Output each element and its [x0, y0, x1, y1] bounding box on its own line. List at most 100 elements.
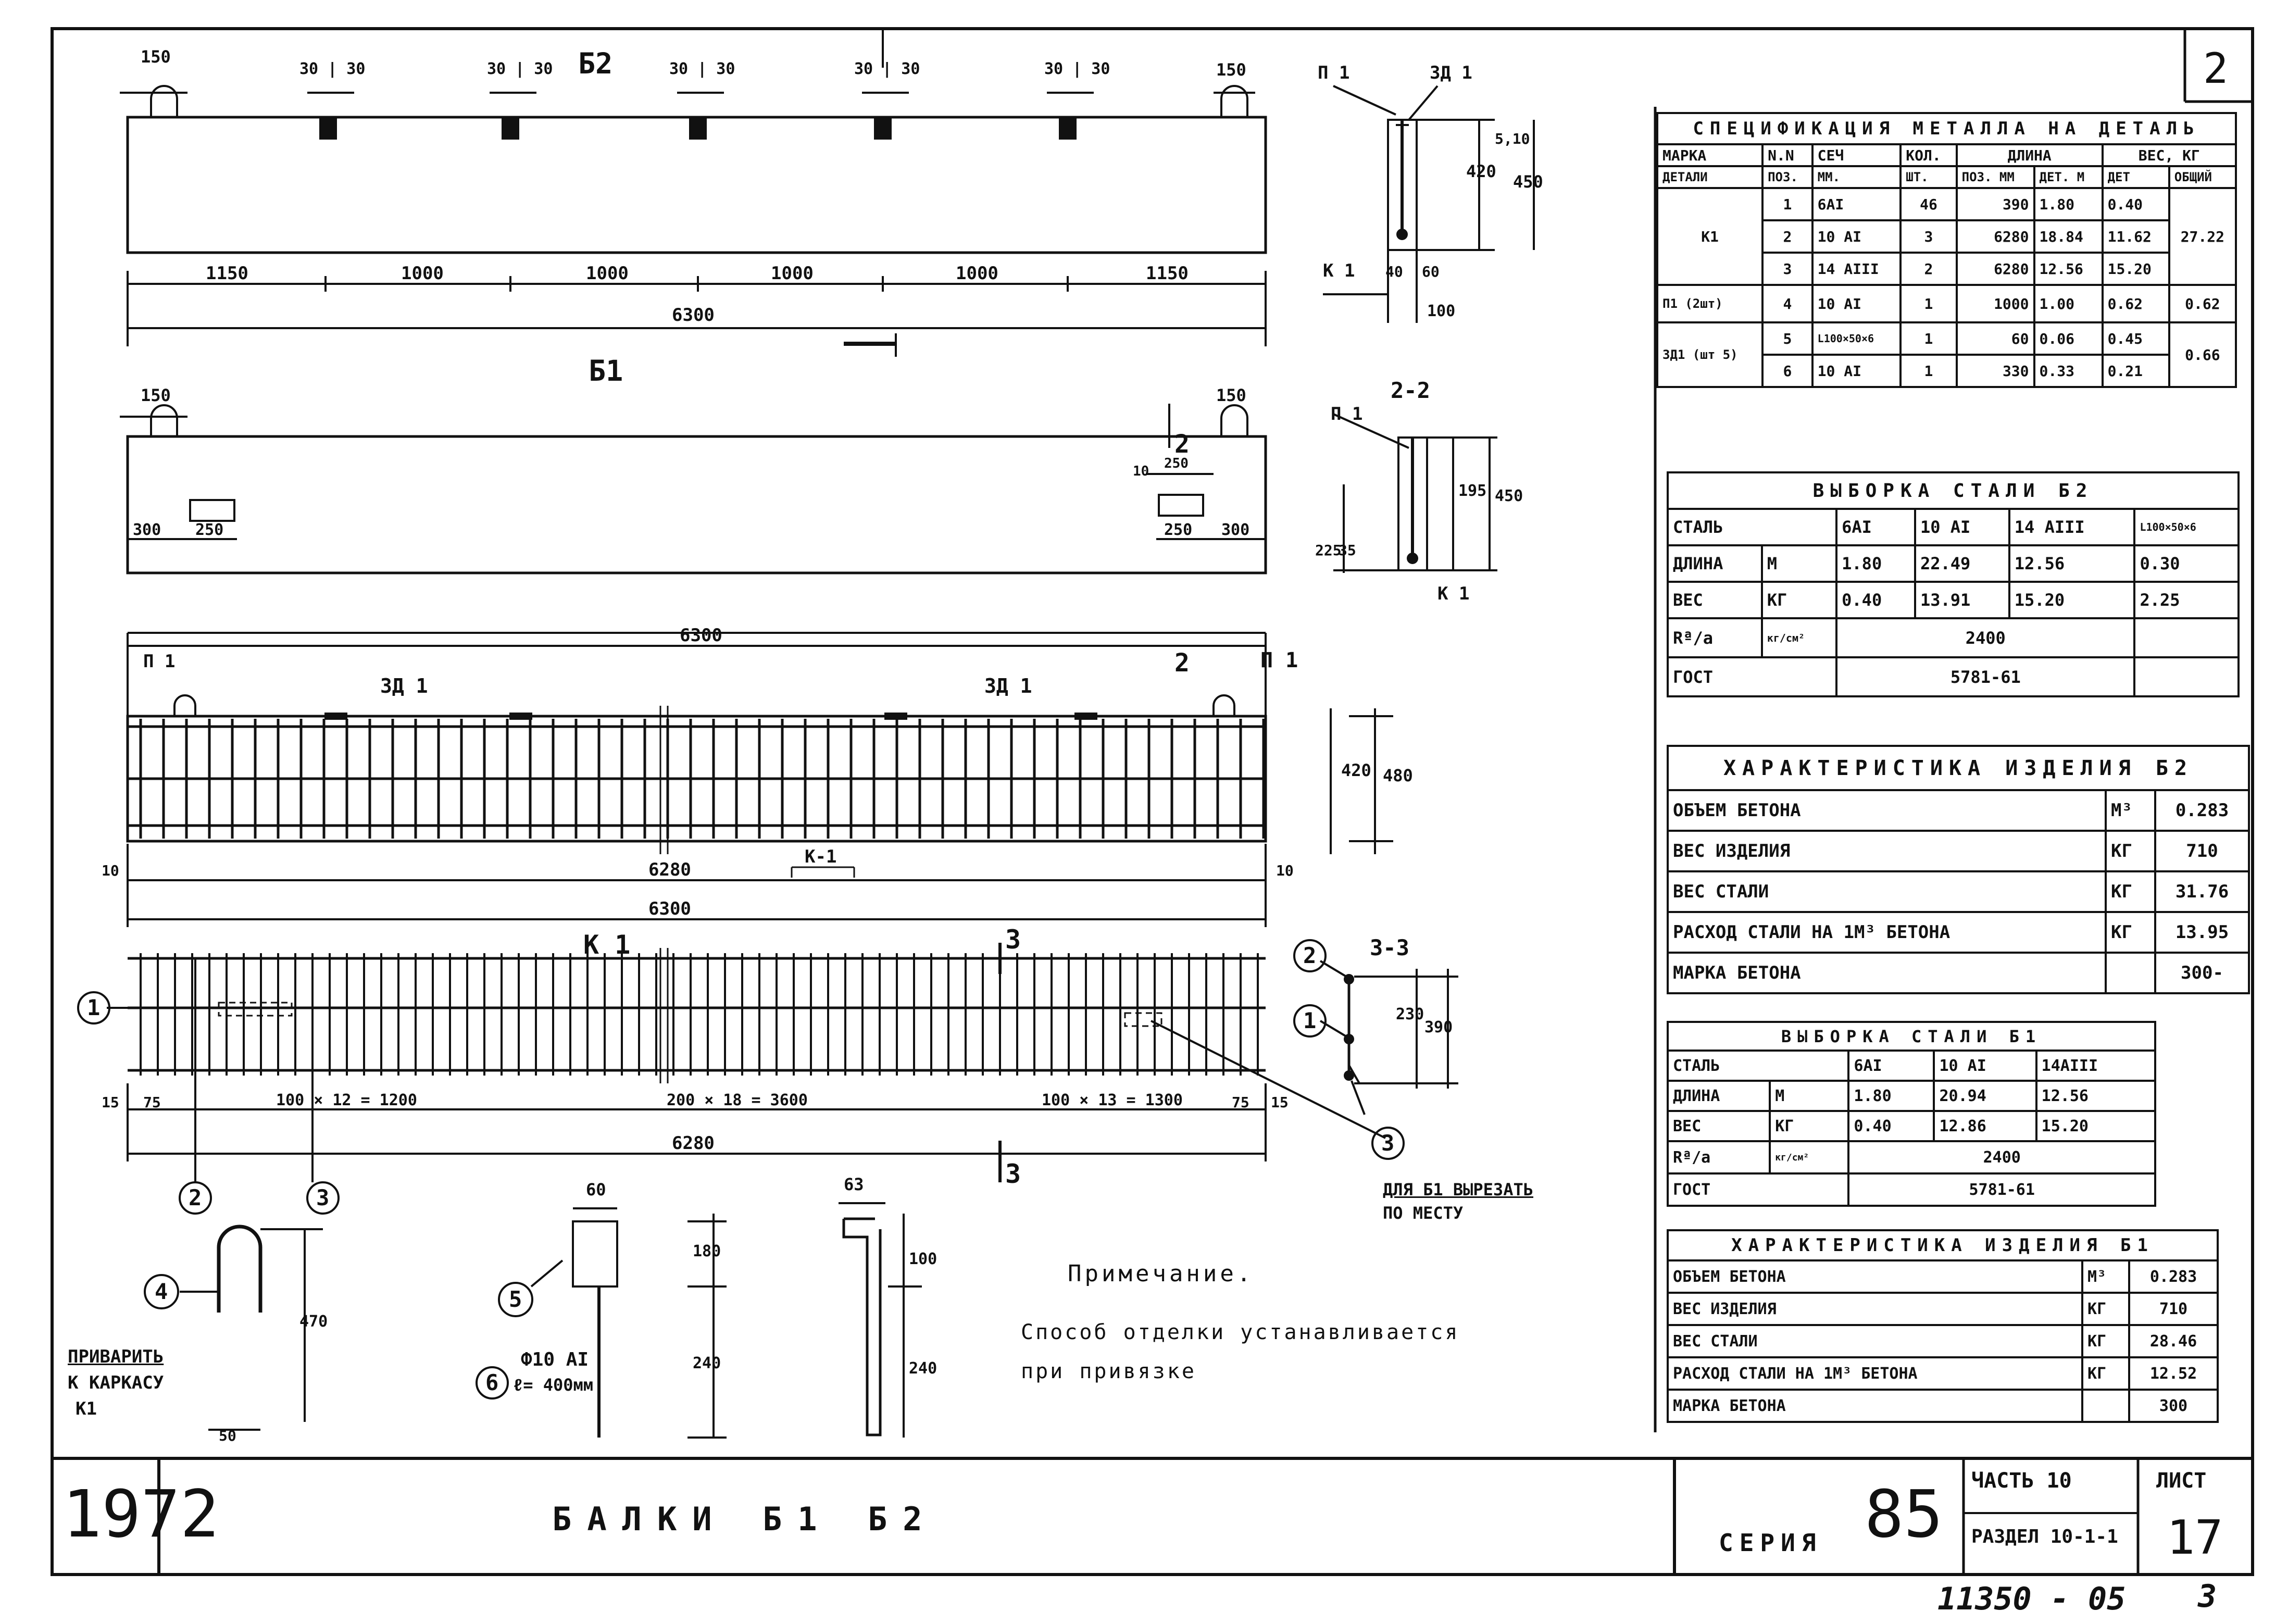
steel-b1-ra-unit: кг/см² [1769, 1140, 1850, 1175]
spec-h-mark: МАРКА [1656, 143, 1764, 167]
spec-sh-4: ПОЗ. ММ [1955, 165, 2035, 189]
spec-r4-lenmm: 60 [1955, 321, 2035, 356]
spec-r1-qty: 3 [1899, 219, 1958, 254]
char-b1-r4-unit [2081, 1389, 2130, 1423]
steel-b2-r1-4: 15.20 [2008, 581, 2136, 619]
dim-100-b2: 100 [1427, 302, 1456, 320]
char-b1-r0-val: 0.283 [2128, 1259, 2219, 1294]
spec-r3-lenmm: 1000 [1955, 284, 2035, 323]
dim-10-b: 10 [102, 862, 119, 879]
spec-h-len: ДЛИНА [1955, 143, 2104, 167]
callout-5-text: 5 [509, 1286, 522, 1312]
label-p1-right: П 1 [1260, 648, 1298, 672]
steel-b1-r1-4: 15.20 [2035, 1110, 2157, 1142]
sheet-frame [51, 27, 2254, 1576]
steel-b1-r0-1: М [1769, 1080, 1850, 1112]
dim-span-3: 1000 [586, 263, 629, 284]
label-zd1-plan-a: ЗД 1 [380, 674, 428, 697]
dim-spacing-2: 200 × 18 = 3600 [667, 1091, 808, 1109]
dim-420-b2: 420 [1466, 161, 1496, 181]
spec-sh-0: ДЕТАЛИ [1656, 165, 1764, 189]
dim-300-a: 300 [133, 521, 161, 539]
spec-r1-pos: 2 [1761, 219, 1814, 254]
spec-r5-qty: 1 [1899, 354, 1958, 388]
steel-b2-gost-value: 5781-61 [1835, 656, 2136, 697]
bar-phi: Ф10 АI [521, 1349, 589, 1370]
dim-240-a: 240 [693, 1354, 721, 1372]
callout-6 [476, 1366, 509, 1400]
dim-150-c: 150 [141, 385, 171, 405]
steel-b1-r0-2: 1.80 [1847, 1080, 1935, 1112]
dim-480: 480 [1383, 766, 1413, 785]
sheet-label: ЛИСТ [2156, 1469, 2207, 1493]
spec-r2-lenm: 12.56 [2033, 252, 2104, 286]
reinforcement-plan [126, 632, 1393, 927]
dim-390: 390 [1424, 1018, 1453, 1036]
char-b2-r2-label: ВЕС СТАЛИ [1667, 870, 2107, 913]
label-p1-b2: П 1 [1318, 63, 1350, 83]
dim-30-30-a: 30 | 30 [299, 60, 366, 78]
char-b2-r1-val: 710 [2154, 830, 2250, 872]
callout-2-text: 2 [189, 1185, 202, 1210]
char-b1-r1-label: ВЕС ИЗДЕЛИЯ [1667, 1292, 2083, 1326]
dim-spacing-1: 100 × 12 = 1200 [276, 1091, 417, 1109]
dim-420-plan: 420 [1341, 760, 1371, 780]
steel-b1-col-3: 10 АI [1933, 1050, 2037, 1082]
steel-b2-r0-0: ДЛИНА [1667, 544, 1763, 583]
callout-4-text: 4 [155, 1279, 168, 1304]
spec-sh-3: ШТ. [1899, 165, 1958, 189]
steel-b1-r1-1: КГ [1769, 1110, 1850, 1142]
steel-b1-r1-3: 12.86 [1933, 1110, 2037, 1142]
beam-b1-elevation [120, 404, 1267, 574]
steel-b1-col-2: 6АI [1847, 1050, 1935, 1082]
char-b2-r2-val: 31.76 [2154, 870, 2250, 913]
spec-r4-total: 0.66 [2168, 321, 2237, 388]
weld-note-3: К1 [76, 1398, 97, 1419]
dim-240-b: 240 [909, 1359, 937, 1378]
spec-r1-sec: 10 АI [1811, 219, 1902, 254]
steel-b1-title: ВЫБОРКА СТАЛИ Б1 [1667, 1021, 2156, 1052]
spec-title: СПЕЦИФИКАЦИЯ МЕТАЛЛА НА ДЕТАЛЬ [1656, 112, 2237, 145]
steel-b2-r1-1: КГ [1760, 581, 1838, 619]
spec-r4-qty: 1 [1899, 321, 1958, 356]
dim-40: 40 [1385, 263, 1403, 280]
steel-b2-r0-5: 0.30 [2133, 544, 2240, 583]
label-3-3: 3-3 [1370, 935, 1409, 960]
spec-r2-qty: 2 [1899, 252, 1958, 286]
callout-1-sec-text: 1 [1303, 1008, 1317, 1033]
spec-r4-mark: ЗД1 (шт 5) [1656, 321, 1764, 388]
steel-b1-col-4: 14АIII [2035, 1050, 2157, 1082]
weld-note-1: ПРИВАРИТЬ [68, 1346, 164, 1367]
detail-zd1-front [530, 1207, 727, 1439]
steel-b1-ra-value: 2400 [1847, 1140, 2156, 1175]
steel-b2-gost-label: ГОСТ [1666, 656, 1838, 697]
beam-b2-section [1323, 85, 1535, 323]
spec-r1-wt: 11.62 [2101, 219, 2170, 254]
steel-b2-r1-5: 2.25 [2133, 581, 2240, 619]
dim-225: 225 [1315, 542, 1342, 559]
steel-b2-r1-0: ВЕС [1667, 581, 1763, 619]
spec-h-pos: N.N [1761, 143, 1814, 167]
callout-6-text: 6 [485, 1370, 499, 1395]
dim-60-detail: 60 [586, 1180, 606, 1200]
callout-1-sec [1293, 1004, 1327, 1038]
note-title: Примечание. [1068, 1260, 1254, 1287]
dim-250-a: 250 [195, 521, 224, 539]
steel-b2-table: ВЫБОРКА СТАЛИ Б2 СТАЛЬ 6АI 10 АI 14 АIII… [1666, 471, 2240, 697]
spec-r3-lenm: 1.00 [2033, 284, 2104, 323]
spec-r2-pos: 3 [1761, 252, 1814, 286]
steel-b2-col-4: 14 АIII [2008, 508, 2136, 546]
steel-b2-title: ВЫБОРКА СТАЛИ Б2 [1667, 471, 2240, 510]
series-number: 85 [1865, 1477, 1943, 1552]
spec-sh-6: ДЕТ [2101, 165, 2170, 189]
char-b2-r0-label: ОБЪЕМ БЕТОНА [1667, 789, 2107, 832]
label-k1-b2sec: К 1 [1323, 260, 1355, 281]
spec-r0-lenmm: 390 [1955, 187, 2035, 221]
spec-r3-mark: П1 (2шт) [1656, 284, 1764, 323]
spec-r3-pos: 4 [1761, 284, 1814, 323]
spec-h-qty: КОЛ. [1899, 143, 1958, 167]
dim-450-22: 450 [1495, 487, 1523, 505]
char-b1-r0-unit: М³ [2081, 1259, 2130, 1294]
spec-r4-sec: L100×50×6 [1811, 321, 1902, 356]
